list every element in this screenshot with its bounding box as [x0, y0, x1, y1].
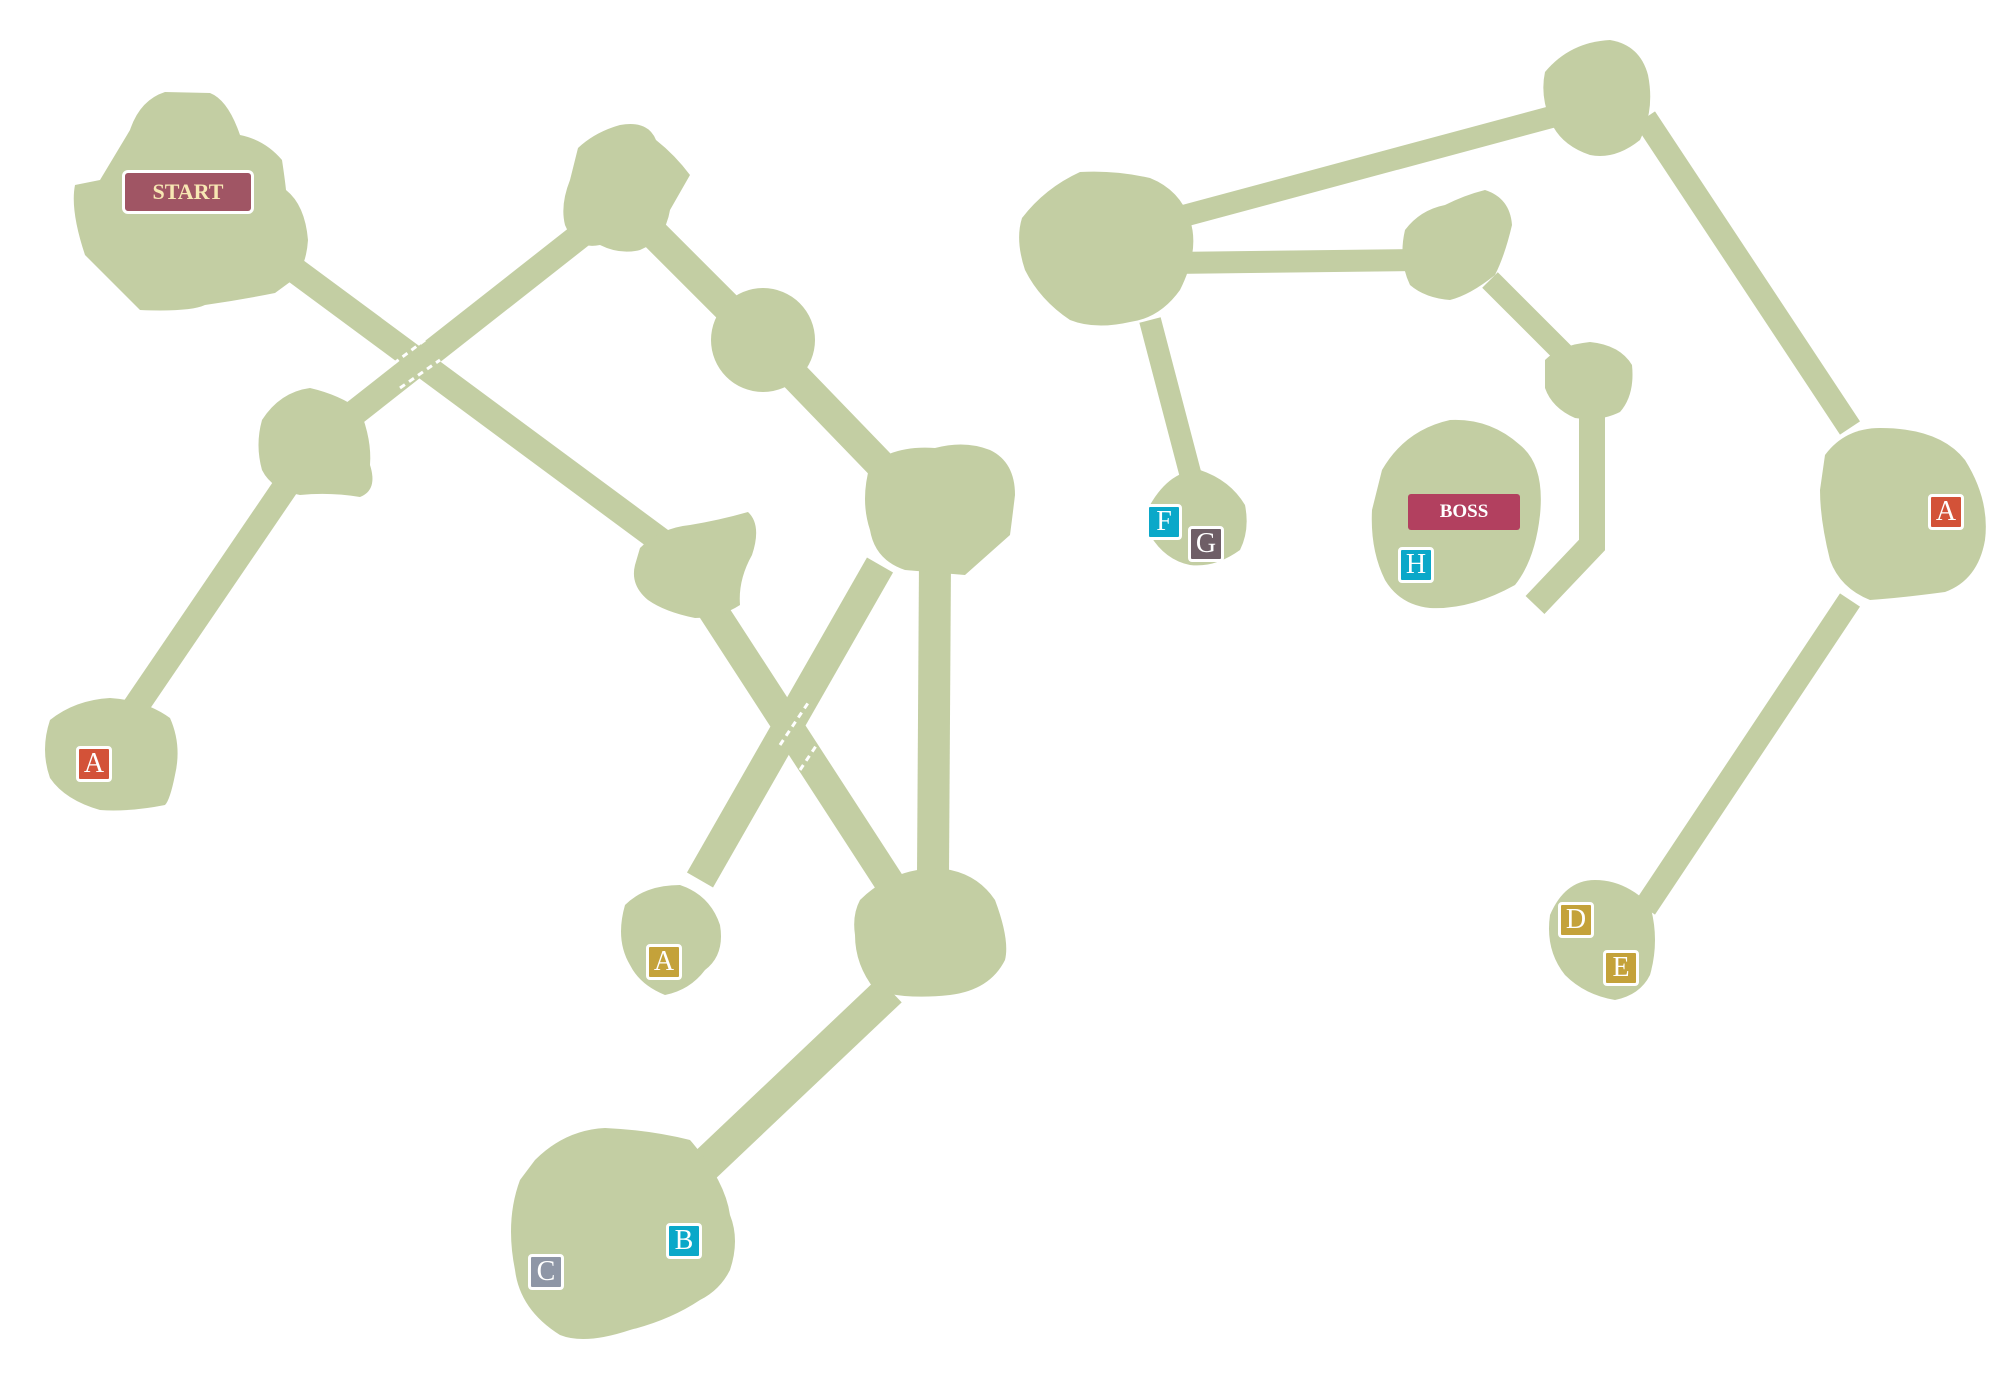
waypoint-a-icon: A: [646, 944, 682, 980]
waypoint-a-icon: A: [1928, 494, 1964, 530]
tunnel: [1525, 410, 1605, 614]
tunnel: [917, 559, 951, 876]
room: [511, 1128, 735, 1339]
waypoint-h-icon: H: [1398, 547, 1434, 583]
room: [563, 124, 690, 252]
room: [1820, 428, 1986, 600]
tunnel: [1634, 111, 1861, 435]
room: [854, 868, 1007, 997]
waypoint-b-icon: B: [666, 1223, 702, 1259]
tunnel: [1147, 97, 1588, 236]
waypoint-c-icon: C: [528, 1254, 564, 1290]
crossing-dash: [778, 699, 812, 746]
tunnel: [119, 472, 301, 723]
room: [1545, 342, 1633, 420]
room: [258, 388, 373, 497]
tunnel: [1635, 593, 1860, 915]
start-label: START: [122, 170, 254, 214]
waypoint-f-icon: F: [1146, 504, 1182, 540]
tunnel: [686, 557, 894, 888]
room: [711, 288, 815, 392]
tunnel: [688, 977, 902, 1183]
waypoint-g-icon: G: [1188, 526, 1224, 562]
crossing-dash: [384, 338, 426, 372]
boss-label: BOSS: [1408, 494, 1520, 530]
room: [1543, 40, 1651, 156]
start-label-text: START: [152, 179, 224, 204]
rooms: [45, 40, 1986, 1339]
crossing-dash: [399, 358, 441, 390]
waypoint-e-icon: E: [1603, 950, 1639, 986]
room: [865, 444, 1015, 575]
boss-label-text: BOSS: [1439, 501, 1489, 522]
room: [1402, 190, 1512, 300]
room: [1019, 171, 1194, 326]
waypoint-d-icon: D: [1558, 902, 1594, 938]
room: [1549, 880, 1655, 1000]
room: [633, 512, 757, 618]
crossing-dash: [798, 724, 832, 771]
waypoint-a-icon: A: [76, 746, 112, 782]
tunnel: [311, 209, 609, 451]
tunnels: [119, 97, 1861, 1183]
tunnel-crossings: [384, 338, 832, 771]
tunnel: [1169, 249, 1421, 274]
